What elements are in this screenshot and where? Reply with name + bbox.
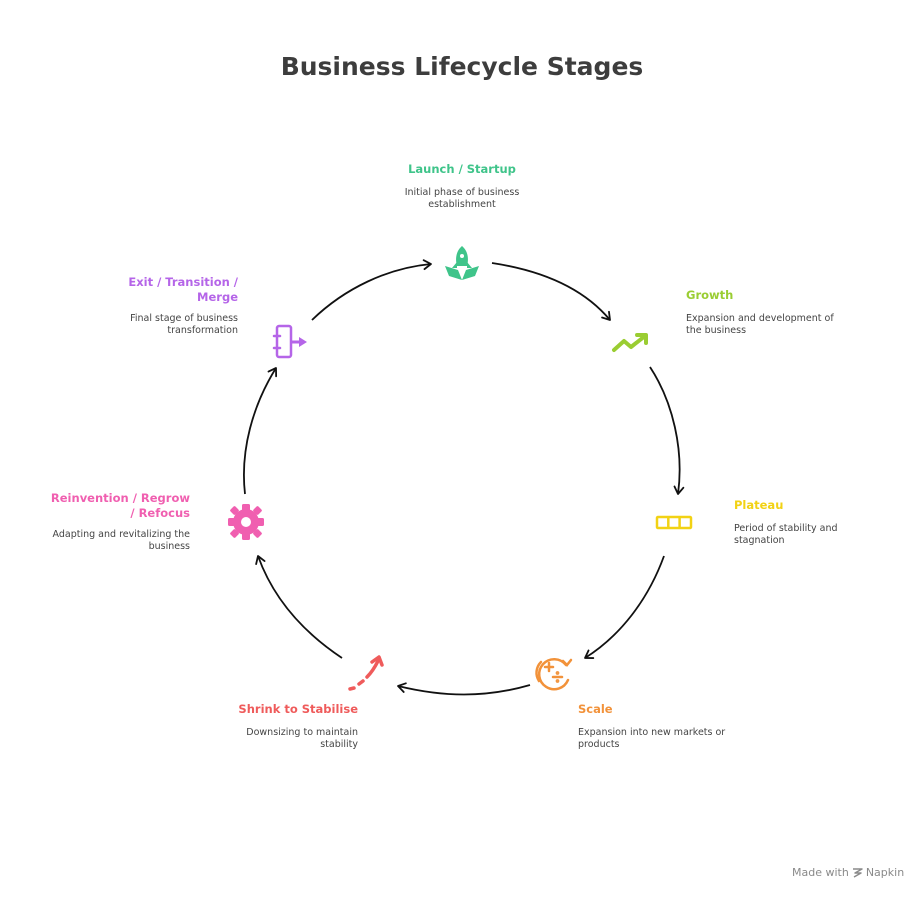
- arrow-plateau-to-scale: [584, 555, 665, 659]
- stage-desc-launch: Initial phase of business establishment: [404, 187, 520, 210]
- arrow-growth-to-plateau: [649, 366, 685, 495]
- trending-up-icon: [612, 333, 648, 352]
- stage-desc-reinvention: Adapting and revitalizing the business: [52, 529, 190, 552]
- stage-title-scale: Scale: [578, 702, 613, 716]
- gear-icon: [228, 504, 264, 540]
- arrow-shrink-to-reinvention: [255, 555, 343, 659]
- stage-desc-scale: Expansion into new markets or products: [578, 727, 726, 750]
- rocket-icon: [445, 246, 479, 280]
- stage-desc-shrink: Downsizing to maintain stability: [246, 727, 358, 750]
- shrink-arrow-icon: [348, 655, 384, 691]
- stage-title-exit: Exit / Transition / Merge: [128, 275, 238, 304]
- arrow-reinvention-to-exit: [243, 367, 278, 495]
- exit-icon: [272, 324, 307, 359]
- stage-title-growth: Growth: [686, 288, 734, 302]
- napkin-watermark[interactable]: Made with Napkin: [792, 866, 904, 879]
- scale-cycle-icon: [535, 658, 573, 691]
- arrow-scale-to-shrink: [397, 682, 531, 696]
- plateau-blocks-icon: [655, 515, 693, 530]
- stage-title-shrink: Shrink to Stabilise: [238, 702, 358, 716]
- napkin-logo-icon: [852, 868, 863, 878]
- arrow-launch-to-growth: [491, 262, 611, 321]
- stage-title-launch: Launch / Startup: [408, 162, 516, 176]
- stage-title-reinvention: Reinvention / Regrow / Refocus: [50, 491, 190, 520]
- made-with-label: Made with: [792, 866, 849, 879]
- stage-desc-exit: Final stage of business transformation: [130, 313, 238, 336]
- stage-desc-growth: Expansion and development of the busines…: [686, 313, 834, 336]
- arrow-exit-to-launch: [311, 259, 432, 321]
- diagram-title: Business Lifecycle Stages: [280, 52, 644, 81]
- stage-title-plateau: Plateau: [734, 498, 784, 512]
- stage-desc-plateau: Period of stability and stagnation: [734, 523, 838, 546]
- napkin-brand-label: Napkin: [865, 866, 905, 879]
